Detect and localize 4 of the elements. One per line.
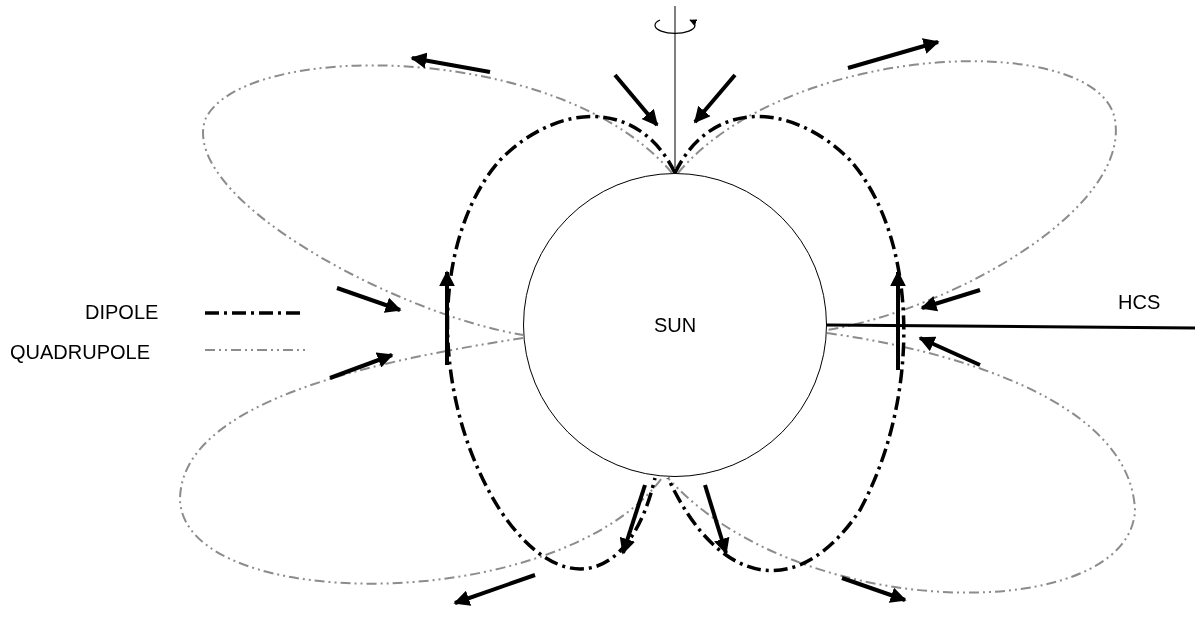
legend-text: QUADRUPOLE	[10, 342, 151, 362]
sun-label: SUN	[653, 313, 697, 337]
sheet-label: HCS	[1118, 292, 1161, 312]
legend-text: DIPOLE	[85, 302, 159, 322]
